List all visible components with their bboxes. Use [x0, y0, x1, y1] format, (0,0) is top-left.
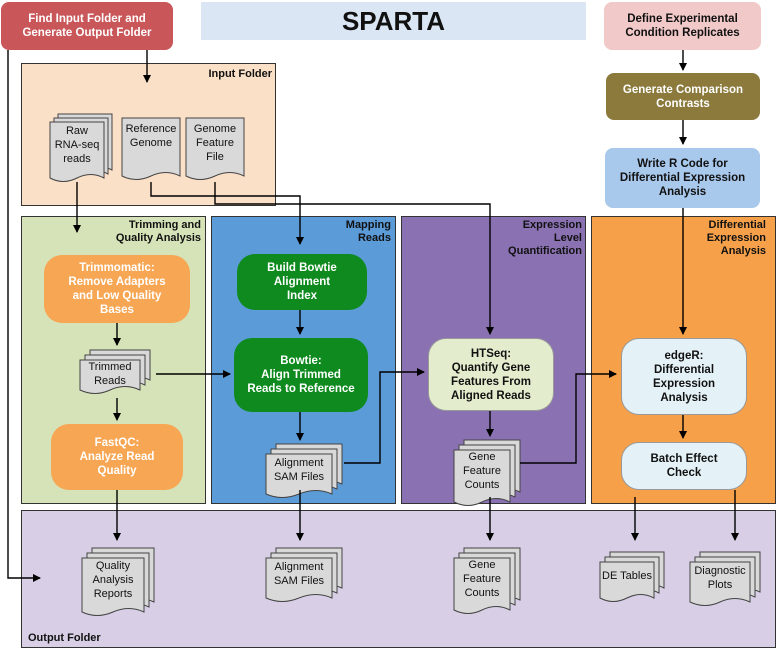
trimmed-reads-doc-icon [79, 349, 151, 394]
output-gene-counts-label: Gene Feature Counts [463, 559, 501, 599]
reference-genome-label: Reference Genome [125, 123, 177, 149]
raw-reads-label: Raw RNA-seq reads [54, 125, 100, 165]
quality-reports-doc-icon [81, 547, 155, 616]
raw-reads-doc-icon [49, 113, 113, 182]
find-input-node: Find Input Folder and Generate Output Fo… [1, 2, 173, 50]
diagnostic-plots-doc-icon [689, 551, 761, 606]
quality-reports-label: Quality Analysis Reports [92, 560, 134, 600]
output-gene-counts-doc-icon [453, 547, 521, 614]
genome-feature-label: Genome Feature File [193, 123, 237, 163]
output-alignment-sam-label: Alignment SAM Files [273, 561, 325, 587]
batch-effect-node: Batch Effect Check [621, 442, 747, 490]
input-folder-label: Input Folder [208, 68, 272, 80]
fastqc-node: FastQC: Analyze Read Quality [51, 424, 183, 490]
gene-counts-doc-icon [453, 439, 521, 506]
bowtie-node: Bowtie: Align Trimmed Reads to Reference [234, 338, 368, 412]
write-r-code-node: Write R Code for Differential Expression… [605, 148, 760, 208]
edger-node: edgeR: Differential Expression Analysis [621, 338, 747, 415]
trimmomatic-node: Trimmomatic: Remove Adapters and Low Qua… [44, 255, 190, 323]
de-tables-doc-icon [599, 551, 665, 602]
alignment-sam-doc-icon [265, 443, 343, 498]
output-alignment-sam-doc-icon [265, 547, 343, 602]
output-folder-label: Output Folder [28, 632, 101, 644]
gene-counts-label: Gene Feature Counts [463, 451, 501, 491]
genome-feature-doc-icon [185, 117, 245, 180]
build-bowtie-node: Build Bowtie Alignment Index [237, 254, 367, 310]
define-replicates-node: Define Experimental Condition Replicates [604, 2, 761, 50]
diagnostic-plots-label: Diagnostic Plots [694, 565, 746, 591]
generate-contrasts-node: Generate Comparison Contrasts [606, 73, 760, 120]
mapping-label: Mapping Reads [345, 219, 391, 244]
expression-label: Expression Level Quantification [508, 219, 582, 257]
de-tables-label: DE Tables [602, 570, 652, 582]
differential-label: Differential Expression Analysis [706, 219, 766, 257]
htseq-node: HTSeq: Quantify Gene Features From Align… [428, 338, 554, 411]
page-title: SPARTA [201, 2, 586, 40]
trimmed-reads-label: Trimmed Reads [88, 361, 132, 387]
trimming-label: Trimming and Quality Analysis [115, 219, 201, 244]
alignment-sam-label: Alignment SAM Files [273, 457, 325, 483]
reference-genome-doc-icon [121, 117, 181, 180]
